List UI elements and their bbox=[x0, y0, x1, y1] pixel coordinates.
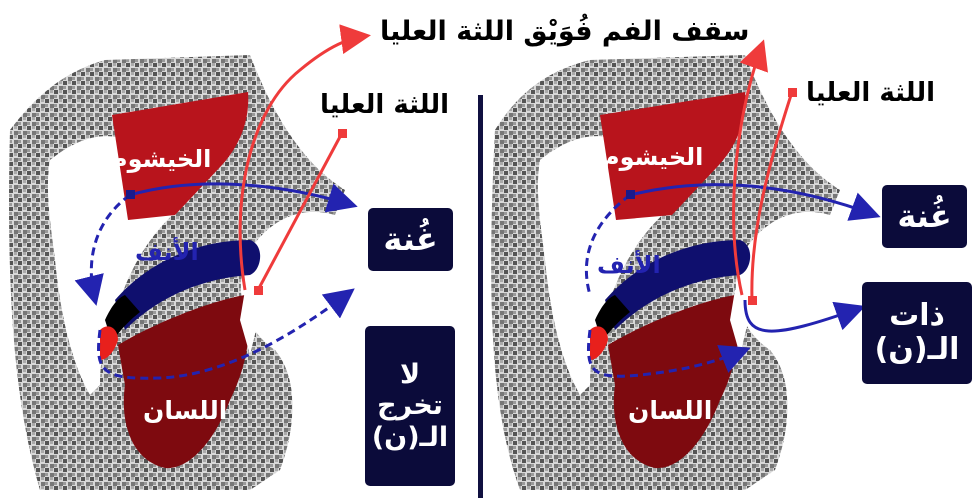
left-upper-gum-label: اللثة العليا bbox=[320, 90, 450, 120]
right-tongue-tip bbox=[590, 326, 608, 360]
right-gum-pointer bbox=[750, 91, 794, 301]
left-no-nun-line2: تخرج bbox=[377, 390, 443, 422]
right-tongue-label: اللسان bbox=[628, 396, 713, 425]
left-nasal-cavity-label: الخيشوم bbox=[110, 145, 212, 173]
right-upper-gum-label: اللثة العليا bbox=[806, 78, 936, 108]
right-palate-pointer bbox=[732, 39, 768, 296]
right-ghunna-box: غُنة bbox=[882, 185, 967, 248]
top-caption: سقف الفم فُوَيْق اللثة العليا bbox=[380, 16, 750, 47]
left-airflow-dashed bbox=[74, 193, 131, 306]
panel-divider bbox=[478, 95, 483, 498]
left-panel bbox=[9, 24, 371, 490]
right-with-nun-line2: الـ(ن) bbox=[874, 332, 960, 367]
right-nasal-flow bbox=[629, 183, 881, 221]
right-tongue bbox=[608, 295, 740, 469]
left-tongue-tip bbox=[100, 326, 118, 360]
left-no-nun-line1: لا bbox=[399, 359, 421, 391]
left-no-nun-line3: الـ(ن) bbox=[371, 421, 449, 453]
left-gum-pointer bbox=[256, 132, 344, 291]
left-ghunna-box: غُنة bbox=[368, 208, 453, 271]
right-ghunna-text: غُنة bbox=[897, 197, 952, 236]
left-no-nun-box: لا تخرج الـ(ن) bbox=[365, 326, 455, 486]
right-palate bbox=[605, 240, 751, 330]
right-nasal-cavity bbox=[600, 92, 746, 220]
left-tongue-label: اللسان bbox=[143, 396, 228, 425]
left-nasal-cavity bbox=[112, 92, 249, 220]
left-palate bbox=[115, 240, 261, 330]
left-tongue bbox=[118, 295, 250, 469]
left-nasal-flow bbox=[129, 182, 358, 213]
left-palate-pointer bbox=[238, 24, 371, 291]
left-ghunna-text: غُنة bbox=[383, 220, 438, 259]
right-nose-label: الأنف bbox=[597, 251, 661, 279]
left-nose-label: الأنف bbox=[135, 238, 199, 266]
right-panel bbox=[491, 39, 881, 490]
right-with-nun-box: ذات الـ(ن) bbox=[862, 282, 972, 384]
right-airflow-dashed bbox=[584, 193, 631, 296]
right-nasal-cavity-label: الخيشوم bbox=[602, 143, 704, 171]
right-with-nun-line1: ذات bbox=[889, 297, 945, 333]
